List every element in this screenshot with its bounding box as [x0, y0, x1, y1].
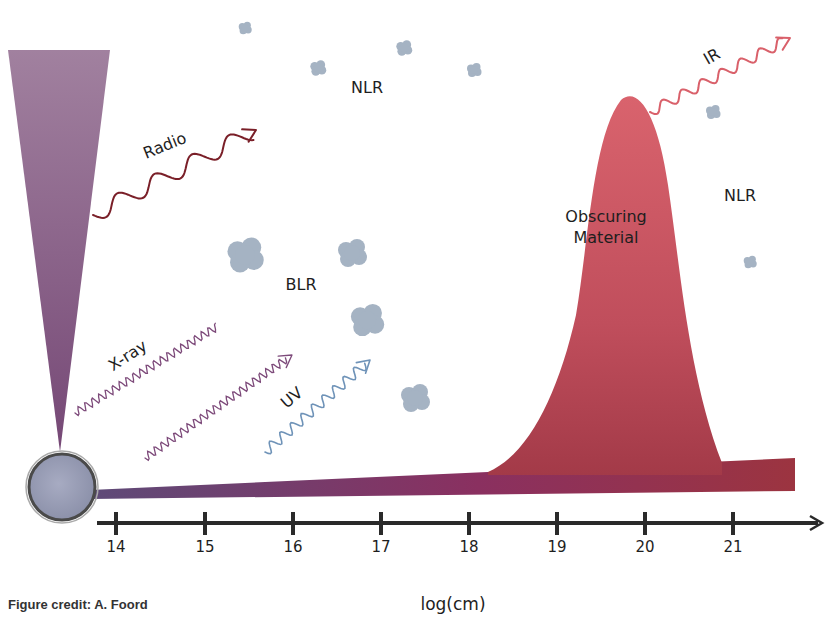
axis-title: log(cm) [420, 595, 485, 615]
wave-arrowhead [242, 129, 256, 141]
tick-value: 14 [106, 539, 125, 556]
wave-arrowhead [776, 37, 790, 49]
cloud [239, 22, 252, 35]
cloud [744, 256, 757, 269]
cloud [338, 239, 367, 267]
tick-value: 16 [283, 539, 302, 556]
axis-arrowhead [810, 516, 822, 530]
emission-wave [145, 358, 287, 460]
axis-tick [291, 512, 295, 535]
axis-tick [467, 512, 471, 535]
radio-label: Radio [141, 129, 190, 163]
axis-tick [203, 512, 207, 535]
xray-label: X-ray [105, 337, 150, 375]
node-text-holder: Obscuring Material [488, 207, 724, 249]
obscuring-region: Obscuring Material [488, 95, 724, 475]
cloud [228, 238, 264, 273]
emission-wave [75, 323, 216, 415]
cloud [310, 60, 326, 75]
nlr-label: NLR [351, 79, 383, 97]
axis-tick [555, 512, 559, 535]
cloud [706, 105, 721, 119]
tick-value: 15 [195, 539, 214, 556]
jet-cone [8, 50, 110, 452]
axis-tick [643, 512, 647, 535]
wave-arrowhead [278, 355, 292, 368]
tick-value: 20 [635, 539, 654, 556]
tick-value: 17 [371, 539, 390, 556]
cloud [396, 40, 412, 55]
ir-label: IR [701, 45, 724, 69]
figure-credit: Figure credit: A. Foord [8, 598, 148, 613]
obscuring-hump [488, 95, 724, 475]
axis-tick [379, 512, 383, 535]
obscuring-shape [488, 96, 722, 475]
tick-value: 21 [723, 539, 742, 556]
emission-wave [650, 38, 782, 114]
blr-label: BLR [285, 276, 316, 294]
wave-arrowhead [356, 360, 370, 373]
axis-tick [731, 512, 735, 535]
cloud [351, 304, 384, 336]
cloud [467, 63, 482, 77]
emission-wave [265, 363, 366, 454]
uv-label: UV [277, 384, 306, 413]
nlr-label: NLR [724, 187, 756, 205]
region-label: Obscuring Material [551, 207, 661, 249]
black-hole-ring [26, 451, 98, 523]
black-hole [29, 454, 95, 520]
tick-value: 19 [547, 539, 566, 556]
tick-value: 18 [459, 539, 478, 556]
axis-tick [114, 512, 118, 535]
cloud [401, 384, 430, 412]
axis-ticks [116, 512, 733, 535]
